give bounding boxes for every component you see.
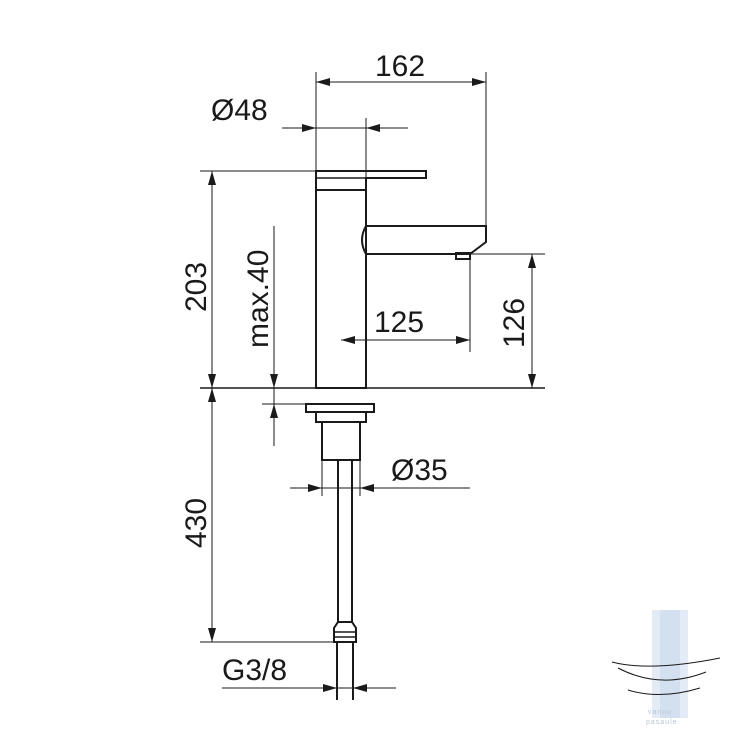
dimension-430: 430 — [180, 388, 334, 643]
watermark-logo: vannu pasaule — [611, 610, 721, 726]
dimension-label-d48: Ø48 — [211, 94, 268, 127]
dimension-d48: Ø48 — [211, 94, 408, 190]
dimension-label-430: 430 — [180, 498, 213, 548]
dimension-max40: max.40 — [242, 226, 306, 446]
dimension-125: 125 — [341, 259, 471, 352]
dimension-label-162: 162 — [375, 50, 425, 83]
mounting-shank — [305, 403, 375, 700]
faucet-body — [315, 170, 487, 389]
dimension-d35: Ø35 — [290, 454, 470, 496]
dimension-162: 162 — [315, 50, 487, 226]
dimension-label-d35: Ø35 — [391, 454, 448, 487]
dimension-label-max40: max.40 — [242, 250, 275, 348]
dimension-label-126: 126 — [498, 298, 531, 348]
dimension-label-125: 125 — [374, 306, 424, 339]
dimension-g38: G3/8 — [222, 654, 396, 692]
watermark-text-1: vannu — [648, 709, 672, 716]
dimension-label-g38: G3/8 — [222, 654, 287, 687]
dimension-203: 203 — [180, 170, 316, 388]
watermark-text-2: pasaule — [646, 719, 678, 726]
dimension-126: 126 — [470, 253, 545, 388]
dimension-label-203: 203 — [180, 262, 213, 312]
